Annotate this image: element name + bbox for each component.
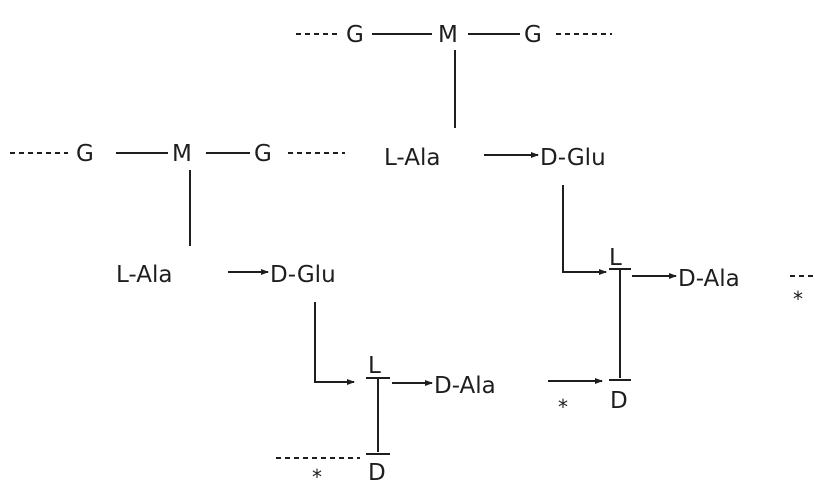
lower-l: L — [368, 353, 381, 379]
upper-d: D — [610, 388, 628, 414]
upper-peptide-stem: L-Ala D-Glu L D D-Ala * — [384, 145, 815, 414]
upper-l-ala: L-Ala — [384, 145, 440, 171]
lower-cleavage-star: * — [312, 465, 322, 486]
upper-glycan-m: M — [438, 22, 458, 48]
upper-glycan-strand: G M G — [296, 22, 612, 48]
lower-glycan-g-right: G — [254, 141, 272, 167]
upper-cleavage-star: * — [793, 287, 803, 311]
upper-glycan-g-left: G — [346, 22, 364, 48]
lower-glycan-strand: G M G — [10, 141, 345, 167]
lower-d-glu: D-Glu — [270, 262, 336, 288]
lower-glycan-g-left: G — [76, 141, 94, 167]
upper-d-ala: D-Ala — [678, 266, 740, 292]
lower-peptide-stem: L-Ala D-Glu L D D-Ala * — [116, 262, 496, 486]
upper-glycan-g-right: G — [524, 22, 542, 48]
crosslink: * — [548, 378, 603, 419]
crosslink-star: * — [558, 395, 568, 419]
upper-dglu-to-l-bond — [562, 185, 607, 275]
upper-d-glu: D-Glu — [540, 145, 606, 171]
upper-l: L — [609, 245, 622, 271]
lower-glycan-m: M — [172, 141, 192, 167]
lower-l-ala: L-Ala — [116, 262, 172, 288]
lower-d: D — [368, 460, 386, 486]
lower-dglu-to-l-bond — [314, 302, 355, 385]
lower-d-ala: D-Ala — [434, 373, 496, 399]
